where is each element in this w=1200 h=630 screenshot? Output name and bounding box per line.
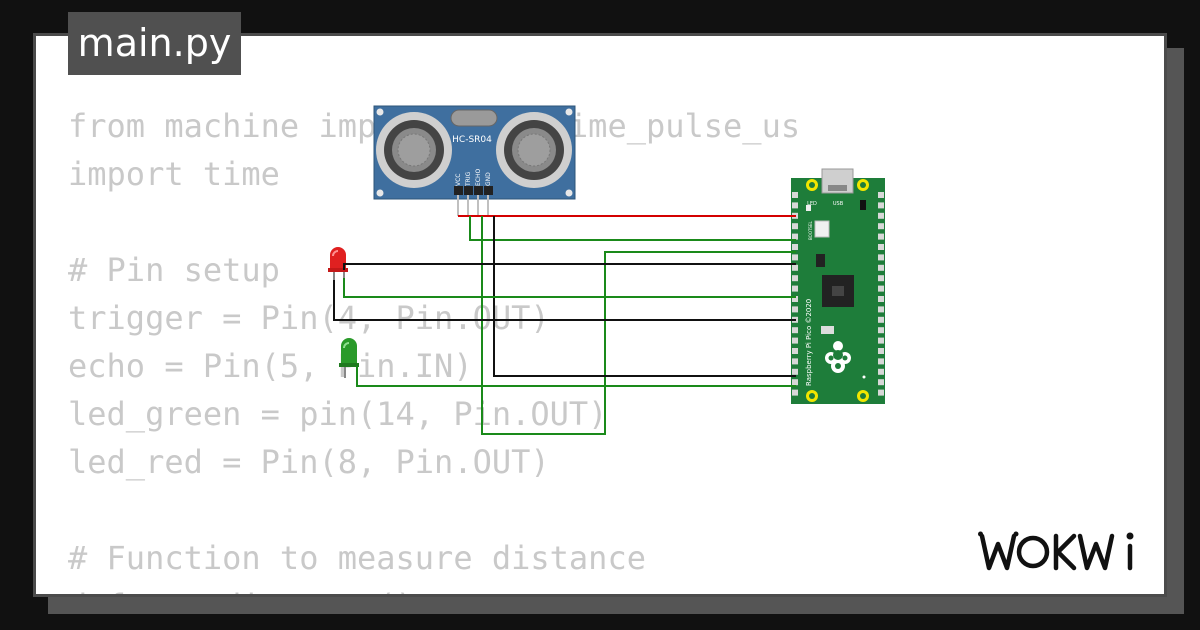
pico-led-label: LED: [807, 201, 817, 207]
pico-usb-label: USB: [833, 201, 844, 207]
wire-red-led-signal: [343, 278, 796, 298]
green-led[interactable]: [339, 338, 359, 378]
pico-pin-pad: [792, 389, 798, 396]
pico-pin-pad: [878, 223, 884, 230]
pico-pin-pad: [792, 244, 798, 250]
pico-pin-pad: [792, 264, 798, 271]
pico-pin-pad: [878, 316, 884, 323]
raspberry-pi-logo-icon: [825, 341, 851, 373]
filename-tab[interactable]: main.py: [68, 12, 241, 75]
pico-pin-pad: [878, 379, 884, 386]
code-line: def get_distance():: [68, 582, 800, 594]
preview-card: from machine import Pin, time_pulse_us i…: [33, 33, 1167, 597]
code-line: trigger = Pin(4, Pin.OUT): [68, 299, 550, 337]
pico-pin-pad: [878, 192, 884, 198]
pico-pin-pad: [878, 296, 884, 302]
code-line: # Pin setup: [68, 251, 280, 289]
pico-pin-pad: [792, 202, 798, 209]
pico-pin-pad: [878, 233, 884, 240]
code-line: echo = Pin(5, Pin.IN): [68, 347, 473, 385]
transducer-left: [376, 112, 452, 188]
pico-pin-pad: [878, 254, 884, 261]
wokwi-logo: [978, 531, 1134, 571]
pico-pin-pad: [878, 275, 884, 282]
code-line: # Function to measure distance: [68, 539, 646, 577]
pico-pin-pad: [792, 358, 798, 365]
pico-board-label: Raspberry Pi Pico ©2020: [805, 299, 813, 386]
pin-label-trig: TRIG: [465, 171, 472, 187]
code-editor: from machine import Pin, time_pulse_us i…: [68, 102, 800, 594]
pico-pin-pad: [792, 296, 798, 302]
bootsel-button[interactable]: [814, 220, 830, 238]
transducer-right: [496, 112, 572, 188]
pico-pin-pad: [792, 379, 798, 386]
code-line: led_green = pin(14, Pin.OUT): [68, 395, 608, 433]
pico-pin-pad: [878, 358, 884, 365]
wire-red-led-cathode: [343, 263, 796, 270]
pico-pin-pad: [878, 389, 884, 396]
pico-pin-pad: [792, 337, 798, 344]
code-line: import time: [68, 155, 280, 193]
pico-pin-pad: [792, 233, 798, 240]
wire-green-led-signal: [356, 366, 796, 387]
sensor-model-label: HC-SR04: [452, 135, 492, 145]
pico-board[interactable]: LED USB BOOTSEL Raspberry Pi Pico ©2020: [791, 168, 885, 404]
bootsel-label: BOOTSEL: [808, 221, 813, 240]
pico-pin-pad: [792, 368, 798, 375]
pico-pin-pad: [792, 285, 798, 292]
wire-echo: [481, 216, 796, 435]
pico-pin-pad: [878, 264, 884, 271]
pico-pin-pad: [878, 202, 884, 209]
pico-pin-pad: [792, 223, 798, 230]
wire-red-led-anode: [333, 280, 796, 321]
pico-pin-pad: [792, 306, 798, 313]
pico-pin-pad: [792, 327, 798, 334]
pin-label-vcc: VCC: [455, 174, 462, 186]
pico-pin-pad: [792, 275, 798, 282]
pico-pin-pad: [792, 254, 798, 261]
pico-pin-pad: [792, 192, 798, 198]
wire-trig: [469, 216, 796, 241]
pico-pin-pad: [878, 368, 884, 375]
pico-pin-pad: [792, 348, 798, 354]
pin-label-echo: ECHO: [475, 169, 482, 186]
pico-pin-pad: [878, 285, 884, 292]
pico-pin-pad: [878, 212, 884, 219]
pico-pin-pad: [878, 327, 884, 334]
pico-pin-pad: [878, 244, 884, 250]
wires: [333, 215, 796, 435]
code-line: led_red = Pin(8, Pin.OUT): [68, 443, 550, 481]
pin-label-gnd: GND: [485, 172, 492, 186]
pico-pin-pad: [878, 348, 884, 354]
ultrasonic-sensor[interactable]: HC-SR04 VCC TRIG ECHO GND: [373, 105, 576, 216]
pico-pin-pad: [878, 306, 884, 313]
wire-gnd: [493, 216, 796, 377]
pico-pin-pad: [878, 337, 884, 344]
